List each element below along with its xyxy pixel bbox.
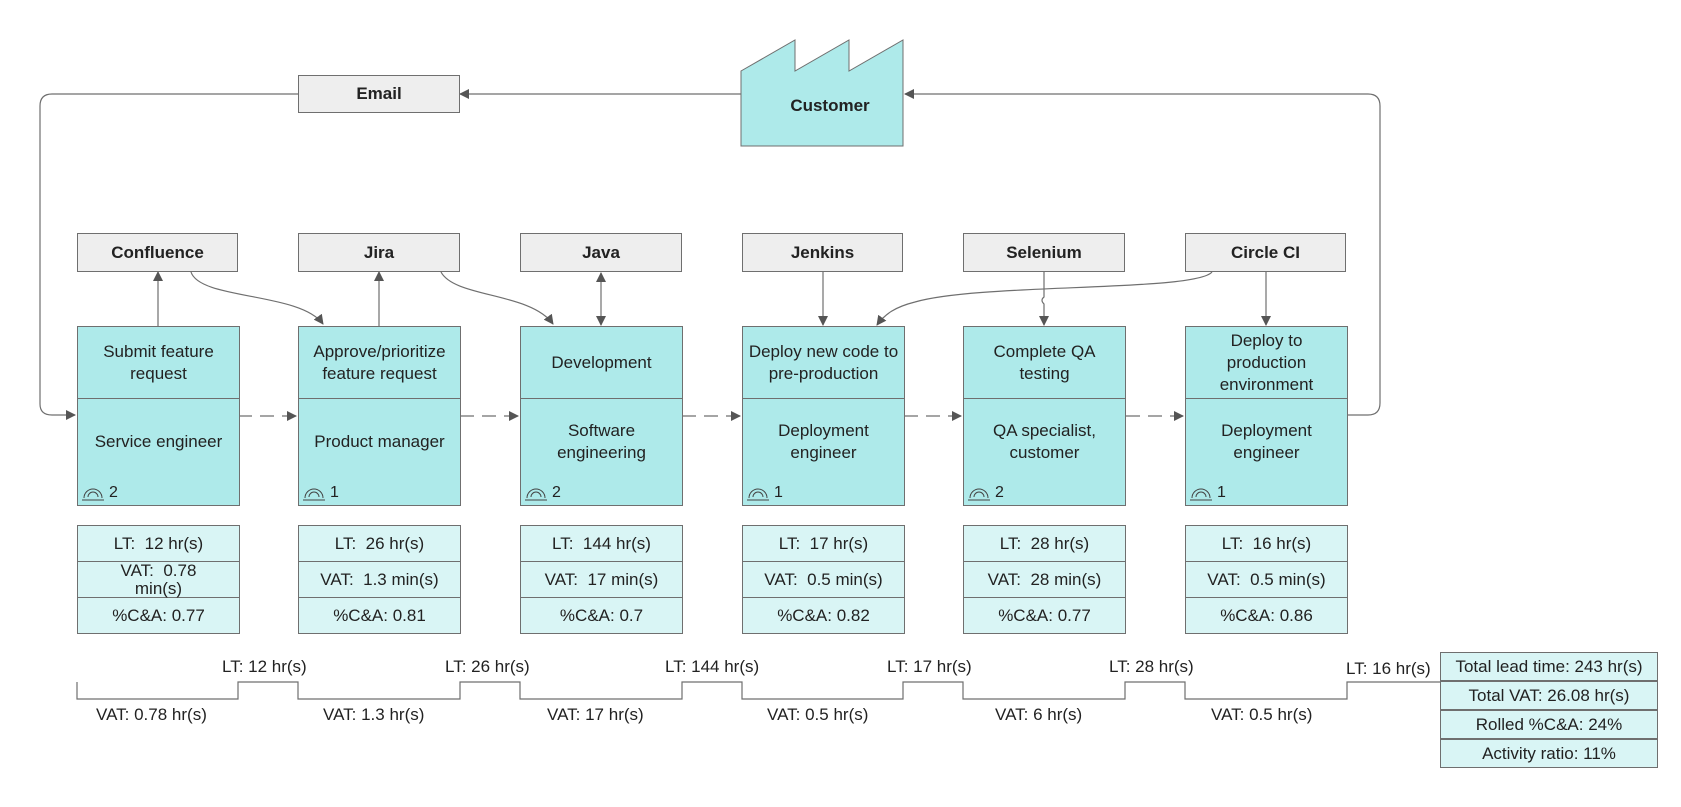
process-role: QA specialist, customer [993,421,1096,462]
operator-count: 2 [967,484,1004,502]
tool-selenium[interactable]: Selenium [963,233,1125,272]
process-title: Deploy to production environment [1186,327,1347,399]
timeline-lt-3: LT: 144 hr(s) [665,657,760,676]
tool-confluence[interactable]: Confluence [77,233,238,272]
customer-label: Customer [790,96,870,115]
timeline-vat-5: VAT: 6 hr(s) [995,705,1083,724]
timeline-vat-6: VAT: 0.5 hr(s) [1211,705,1313,724]
total-vat: Total VAT: 26.08 hr(s) [1440,681,1658,710]
operator-icon [1190,488,1212,501]
operator-number: 2 [552,484,561,501]
lead-time: LT: 28 hr(s) [964,526,1125,562]
process-to-customer-arrow [904,89,1381,416]
operator-icon [82,488,104,501]
timeline-lt-2: LT: 26 hr(s) [445,657,530,676]
value-added-time: VAT: 0.5 min(s) [1186,562,1347,598]
timeline-vat-2: VAT: 1.3 hr(s) [323,705,425,724]
value-added-time: VAT: 28 min(s) [964,562,1125,598]
value-added-time: VAT: 0.5 min(s) [743,562,904,598]
activity-ratio: Activity ratio: 11% [1440,739,1658,768]
jira-to-development-arrow [440,271,554,325]
value-added-time: VAT: 1.3 min(s) [299,562,460,598]
operator-count: 2 [524,484,561,502]
operator-number: 1 [774,484,783,501]
timeline-vat-1: VAT: 0.78 hr(s) [96,705,207,724]
timeline-lt-6: LT: 16 hr(s) [1346,659,1431,678]
data-box-3: LT: 144 hr(s) VAT: 17 min(s) %C&A: 0.7 [520,525,683,634]
circleci-to-preprod-arrow [876,271,1213,326]
selenium-to-qa-arrow [1039,272,1049,326]
process-role: Deployment engineer [1221,421,1312,462]
factory-icon [740,39,904,147]
lead-time: LT: 17 hr(s) [743,526,904,562]
process-submit-feature-request[interactable]: Submit feature request Service engineer … [77,326,240,506]
data-box-5: LT: 28 hr(s) VAT: 28 min(s) %C&A: 0.77 [963,525,1126,634]
operator-number: 1 [330,484,339,501]
operator-icon [525,488,547,501]
complete-accurate: %C&A: 0.86 [1220,606,1313,625]
process-deploy-production[interactable]: Deploy to production environment Deploym… [1185,326,1348,506]
operator-icon [303,488,325,501]
operator-count: 2 [81,484,118,502]
data-box-4: LT: 17 hr(s) VAT: 0.5 min(s) %C&A: 0.82 [742,525,905,634]
process-development[interactable]: Development Software engineering 2 [520,326,683,506]
data-box-1: LT: 12 hr(s) VAT: 0.78 min(s) %C&A: 0.77 [77,525,240,634]
process-role: Deployment engineer [778,421,869,462]
process-role: Product manager [314,432,445,451]
value-added-time: VAT: 17 min(s) [521,562,682,598]
operator-count: 1 [746,484,783,502]
data-box-2: LT: 26 hr(s) VAT: 1.3 min(s) %C&A: 0.81 [298,525,461,634]
summary-table: Total lead time: 243 hr(s) Total VAT: 26… [1440,652,1658,768]
tool-circle-ci[interactable]: Circle CI [1185,233,1346,272]
timeline-vat-4: VAT: 0.5 hr(s) [767,705,869,724]
process-title: Development [521,327,682,399]
process-title: Deploy new code to pre-production [743,327,904,399]
complete-accurate: %C&A: 0.81 [333,606,426,625]
process-deploy-preproduction[interactable]: Deploy new code to pre-production Deploy… [742,326,905,506]
process-approve-feature-request[interactable]: Approve/prioritize feature request Produ… [298,326,461,506]
process-title: Submit feature request [78,327,239,399]
timeline-vat-3: VAT: 17 hr(s) [547,705,644,724]
timeline-lt-5: LT: 28 hr(s) [1109,657,1194,676]
confluence-to-approve-arrow [190,271,324,325]
tool-jira[interactable]: Jira [298,233,460,272]
timeline-lt-1: LT: 12 hr(s) [222,657,307,676]
lead-time: LT: 16 hr(s) [1186,526,1347,562]
process-title: Complete QA testing [964,327,1125,399]
operator-number: 1 [1217,484,1226,501]
email-box[interactable]: Email [298,75,460,113]
process-role: Service engineer [94,432,223,451]
operator-number: 2 [109,484,118,501]
complete-accurate: %C&A: 0.82 [777,606,870,625]
timeline-lt-4: LT: 17 hr(s) [887,657,972,676]
complete-accurate: %C&A: 0.77 [998,606,1091,625]
operator-count: 1 [1189,484,1226,502]
tool-java[interactable]: Java [520,233,682,272]
process-role: Software engineering [557,421,646,462]
process-qa-testing[interactable]: Complete QA testing QA specialist, custo… [963,326,1126,506]
lead-time: LT: 144 hr(s) [521,526,682,562]
timeline-line [76,681,1440,700]
complete-accurate: %C&A: 0.77 [112,606,205,625]
process-title: Approve/prioritize feature request [299,327,460,399]
lead-time: LT: 26 hr(s) [299,526,460,562]
rolled-ca: Rolled %C&A: 24% [1440,710,1658,739]
operator-number: 2 [995,484,1004,501]
email-to-process-arrow [39,93,298,420]
tool-jenkins[interactable]: Jenkins [742,233,903,272]
operator-icon [747,488,769,501]
operator-count: 1 [302,484,339,502]
data-box-6: LT: 16 hr(s) VAT: 0.5 min(s) %C&A: 0.86 [1185,525,1348,634]
value-added-time: VAT: 0.78 min(s) [78,561,239,598]
lead-time: LT: 12 hr(s) [78,526,239,562]
operator-icon [968,488,990,501]
total-lead-time: Total lead time: 243 hr(s) [1440,652,1658,681]
complete-accurate: %C&A: 0.7 [559,606,644,625]
